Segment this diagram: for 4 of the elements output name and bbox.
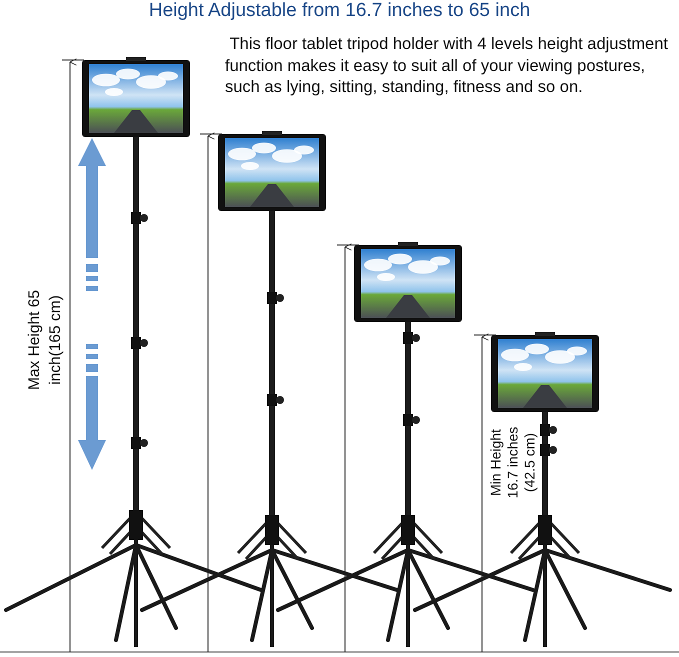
dimension-label: Max Height 65 inch(165 cm): [25, 289, 65, 392]
dimension-label: Min Height 16.7 inches (42.5 cm): [488, 425, 538, 500]
description-text: This floor tablet tripod holder with 4 levels height adjustment function makes it easy to suit all of your viewing postures, such as lying, sitting, standing, fitness and so on.: [225, 34, 669, 98]
title: Height Adjustable from 16.7 inches to 65 inch: [148, 0, 532, 22]
